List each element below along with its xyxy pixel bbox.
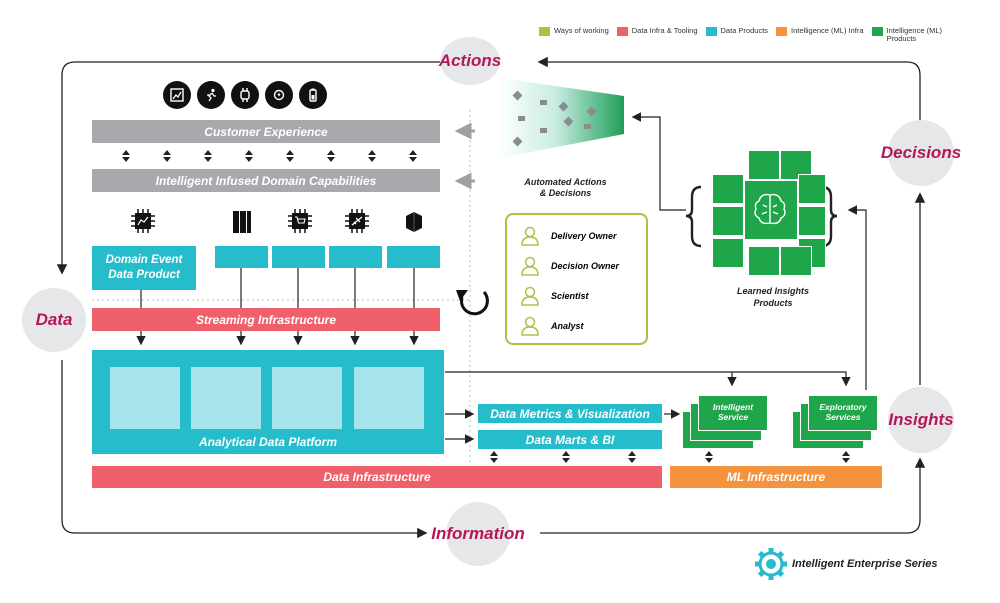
decisions-label: Decisions bbox=[880, 143, 962, 162]
decisions-node: Decisions bbox=[881, 120, 961, 186]
customer-experience-label: Customer Experience bbox=[204, 124, 328, 139]
data-label: Data bbox=[35, 310, 73, 329]
domain-capabilities-bar: Intelligent Infused Domain Capabilities bbox=[92, 169, 440, 192]
actions-label: Actions bbox=[438, 51, 502, 70]
legend-label: Intelligence (ML) Infra bbox=[791, 26, 864, 35]
smartwatch-icon bbox=[231, 81, 259, 109]
role-label: Decision Owner bbox=[551, 261, 620, 271]
customer-experience-bar: Customer Experience bbox=[92, 120, 440, 143]
information-label: Information bbox=[431, 524, 525, 543]
legend-item: Ways of working bbox=[539, 27, 609, 43]
legend-swatch bbox=[539, 27, 550, 36]
chip-chart-icon bbox=[131, 209, 155, 233]
platform-label: Analytical Data Platform bbox=[198, 435, 338, 449]
streaming-label: Streaming Infrastructure bbox=[195, 312, 337, 327]
domain-event-label: Domain Event Data Product bbox=[105, 254, 183, 281]
learned-insights-grid bbox=[700, 150, 826, 276]
data-infrastructure-label: Data Infrastructure bbox=[323, 470, 431, 484]
streaming-infrastructure-bar: Streaming Infrastructure bbox=[92, 308, 440, 331]
legend-label: Data Products bbox=[720, 26, 769, 35]
marts-label: Data Marts & BI bbox=[525, 432, 615, 447]
battery-icon bbox=[299, 81, 327, 109]
data-product-box bbox=[329, 246, 382, 268]
metrics-visualization-bar: Data Metrics & Visualization bbox=[478, 404, 662, 423]
brain-icon bbox=[744, 180, 798, 240]
chart-report-icon bbox=[163, 81, 191, 109]
ml-infrastructure-label: ML Infrastructure bbox=[726, 470, 826, 484]
automated-actions-funnel bbox=[500, 78, 624, 158]
metrics-label: Data Metrics & Visualization bbox=[490, 406, 650, 421]
chip-cart-icon bbox=[288, 209, 312, 233]
cube-icon bbox=[406, 212, 422, 232]
role-item: Decision Owner bbox=[521, 251, 646, 281]
legend-label: Ways of working bbox=[554, 26, 609, 35]
roles-box: Delivery Owner Decision Owner Scientist … bbox=[505, 213, 648, 345]
insights-label: Insights bbox=[888, 410, 954, 429]
legend: Ways of working Data Infra & Tooling Dat… bbox=[539, 27, 952, 43]
chip-plane-icon bbox=[345, 209, 369, 233]
platform-block bbox=[191, 367, 261, 429]
legend-swatch bbox=[871, 27, 883, 36]
platform-block bbox=[110, 367, 180, 429]
role-item: Scientist bbox=[521, 281, 646, 311]
platform-block bbox=[354, 367, 424, 429]
role-item: Analyst bbox=[521, 311, 646, 341]
data-infrastructure-bar: Data Infrastructure bbox=[92, 466, 662, 488]
legend-item: Intelligence (ML) Infra bbox=[776, 27, 864, 43]
server-rack-icon bbox=[233, 211, 251, 233]
role-label: Analyst bbox=[551, 321, 584, 331]
automated-actions-label: Automated Actions & Decisions bbox=[524, 177, 607, 198]
actions-node: Actions bbox=[438, 37, 502, 85]
runner-icon bbox=[197, 81, 225, 109]
gear-icon bbox=[755, 548, 787, 580]
legend-label: Data Infra & Tooling bbox=[631, 26, 698, 35]
data-node: Data bbox=[22, 288, 86, 352]
heart-watch-icon bbox=[265, 81, 293, 109]
role-label: Scientist bbox=[551, 291, 589, 301]
marts-bi-bar: Data Marts & BI bbox=[478, 430, 662, 449]
information-node: Information bbox=[431, 502, 525, 566]
legend-item: Data Infra & Tooling bbox=[616, 26, 698, 43]
legend-swatch bbox=[705, 27, 717, 36]
experience-icons bbox=[163, 81, 327, 109]
analytical-data-platform: Analytical Data Platform bbox=[92, 350, 444, 454]
intelligent-service: Intelligent Service bbox=[698, 395, 768, 431]
brand: Intelligent Enterprise Series bbox=[754, 547, 938, 581]
learned-insights-label: Learned Insights Products bbox=[736, 286, 809, 308]
legend-label: Intelligence (ML) Products bbox=[886, 26, 943, 43]
person-icon bbox=[521, 316, 539, 336]
legend-swatch bbox=[616, 27, 628, 36]
domain-capabilities-label: Intelligent Infused Domain Capabilities bbox=[155, 173, 377, 188]
legend-item: Data Products bbox=[705, 26, 769, 43]
platform-block bbox=[272, 367, 342, 429]
legend-swatch bbox=[776, 27, 788, 36]
role-label: Delivery Owner bbox=[551, 231, 617, 241]
insights-node: Insights bbox=[888, 387, 954, 453]
brand-label: Intelligent Enterprise Series bbox=[792, 558, 938, 570]
data-product-box bbox=[272, 246, 325, 268]
data-product-box bbox=[215, 246, 268, 268]
role-item: Delivery Owner bbox=[521, 221, 646, 251]
data-product-box bbox=[387, 246, 440, 268]
domain-event-data-product: Domain Event Data Product bbox=[92, 246, 196, 290]
exploratory-services: Exploratory Services bbox=[808, 395, 878, 431]
person-icon bbox=[521, 256, 539, 276]
person-icon bbox=[521, 286, 539, 306]
legend-item: Intelligence (ML) Products bbox=[871, 26, 952, 43]
ml-infrastructure-bar: ML Infrastructure bbox=[670, 466, 882, 488]
person-icon bbox=[521, 226, 539, 246]
